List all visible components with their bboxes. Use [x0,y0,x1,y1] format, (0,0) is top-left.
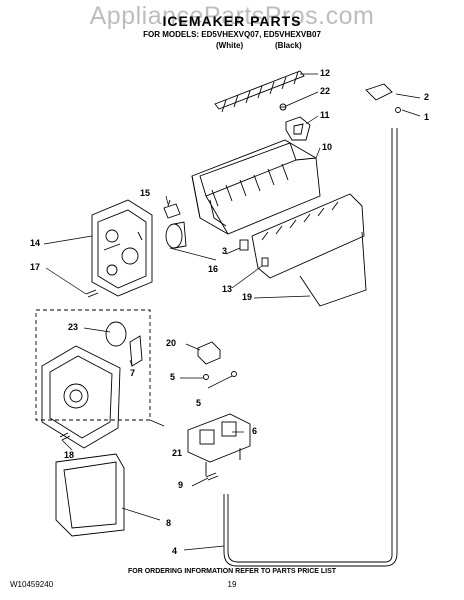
screw-part-22 [279,103,287,111]
callout-9: 9 [178,480,183,490]
callout-10: 10 [322,142,332,152]
callout-14: 14 [30,238,40,248]
callout-17: 17 [30,262,40,272]
fill-tube-part-4 [223,128,398,567]
control-housing-part-14 [91,199,153,297]
callout-20: 20 [166,338,176,348]
callout-22: 22 [320,86,330,96]
leader-lines [43,73,421,551]
part-2 [365,83,393,101]
part-13 [261,257,269,267]
part-3 [239,239,249,251]
callout-5b: 5 [196,398,201,408]
callout-11: 11 [320,110,330,120]
screw-part-17 [85,289,99,298]
motor-part-16 [165,221,187,249]
page-number: 19 [227,580,237,589]
callout-15: 15 [140,188,150,198]
clip-part-15 [163,199,181,219]
ice-stripper-part-10b [251,193,365,279]
callouts: 12 22 11 10 15 14 17 16 3 13 19 2 1 23 7… [30,68,429,556]
screw-part-5b [231,371,237,377]
screw-part-5a [203,374,209,380]
color-black-label: (Black) [275,41,302,50]
callout-3: 3 [222,246,227,256]
callout-18: 18 [64,450,74,460]
water-valve-part-6 [187,413,251,476]
part-23 [105,321,127,347]
callout-5a: 5 [170,372,175,382]
bail-arm-part-19 [299,231,367,307]
watermark: AppliancePartsPros.com [89,2,375,30]
screw-part-9 [205,472,219,481]
callout-23: 23 [68,322,78,332]
callout-4: 4 [172,546,177,556]
page-title: ICEMAKER PARTS [162,13,302,29]
bracket-part-11 [285,116,311,141]
callout-19: 19 [242,292,252,302]
callout-1: 1 [424,112,429,122]
control-module-body [41,345,121,449]
callout-16: 16 [208,264,218,274]
cover-part-8 [55,453,125,537]
ordering-note: FOR ORDERING INFORMATION REFER TO PARTS … [127,568,337,575]
callout-21: 21 [172,448,182,458]
callout-6: 6 [252,426,257,436]
callout-2: 2 [424,92,429,102]
ejector-blade-part-12 [214,70,305,113]
callout-13: 13 [222,284,232,294]
document-id: W10459240 [10,580,54,589]
part-1 [395,107,401,113]
models-line: FOR MODELS: ED5VHEXVQ07, ED5VHEXVB07 [143,30,321,39]
part-20 [197,341,221,365]
callout-12: 12 [320,68,330,78]
screw-part-18 [59,432,71,441]
callout-7: 7 [130,368,135,378]
module-part-7 [129,335,143,367]
callout-8: 8 [166,518,171,528]
ice-mold-part-10 [191,139,321,235]
color-white-label: (White) [216,41,244,50]
